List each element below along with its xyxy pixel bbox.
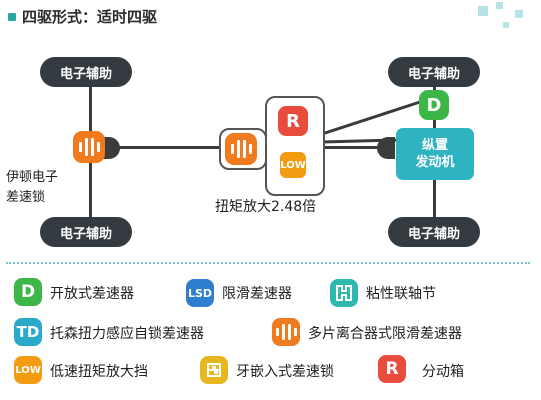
- decor-square: [478, 6, 488, 16]
- electronic-assist-front-top: 电子辅助: [388, 57, 480, 87]
- title-bullet: [8, 13, 16, 21]
- front-open-diff-icon: D: [419, 90, 449, 120]
- electronic-assist-front-bottom: 电子辅助: [388, 217, 480, 247]
- dog-clutch-icon: [200, 356, 228, 384]
- legend-label: 粘性联轴节: [366, 286, 436, 302]
- engine-coupling: [377, 137, 395, 159]
- torque-multiplier-label: 扭矩放大2.48倍: [215, 199, 317, 215]
- gearbox-icon: R: [378, 355, 406, 383]
- decor-square: [496, 2, 503, 9]
- legend-label: 开放式差速器: [50, 286, 134, 302]
- engine-label-1: 纵置: [421, 138, 448, 153]
- transfer-case-icon: R: [278, 106, 308, 136]
- low-range-icon: LOW: [278, 150, 308, 180]
- torsen-icon: TD: [14, 318, 42, 346]
- front-driveshaft-line: [323, 146, 379, 149]
- page-title: 四驱形式：适时四驱: [22, 8, 158, 26]
- legend-label: 托森扭力感应自锁差速器: [50, 326, 204, 342]
- legend-label: 限滑差速器: [222, 286, 292, 302]
- multi-plate-clutch-icon: [272, 318, 300, 346]
- legend-label: 分动箱: [422, 364, 464, 380]
- viscous-coupling-icon: [330, 279, 358, 307]
- low-range-icon: LOW: [14, 356, 42, 384]
- decor-square: [503, 22, 509, 28]
- open-diff-icon: D: [14, 278, 42, 306]
- decor-square: [515, 10, 523, 18]
- legend-label: 牙嵌入式差速锁: [236, 364, 334, 380]
- rear-locker-label-2: 差速锁: [6, 190, 46, 205]
- legend-label: 多片离合器式限滑差速器: [308, 326, 462, 342]
- rear-diff-housing: [102, 137, 120, 159]
- center-clutch-icon: [225, 133, 257, 165]
- rear-locker-label-1: 伊顿电子: [6, 170, 59, 185]
- lsd-icon: LSD: [186, 279, 214, 307]
- electronic-assist-rear-top: 电子辅助: [40, 57, 132, 87]
- electronic-assist-rear-bottom: 电子辅助: [40, 217, 132, 247]
- legend-label: 低速扭矩放大挡: [50, 364, 148, 380]
- engine-label-2: 发动机: [415, 155, 455, 170]
- legend-separator: [6, 262, 530, 264]
- rear-locker-icon: [73, 131, 105, 163]
- longitudinal-engine: 纵置发动机: [396, 128, 474, 180]
- rear-driveshaft-line: [92, 146, 224, 149]
